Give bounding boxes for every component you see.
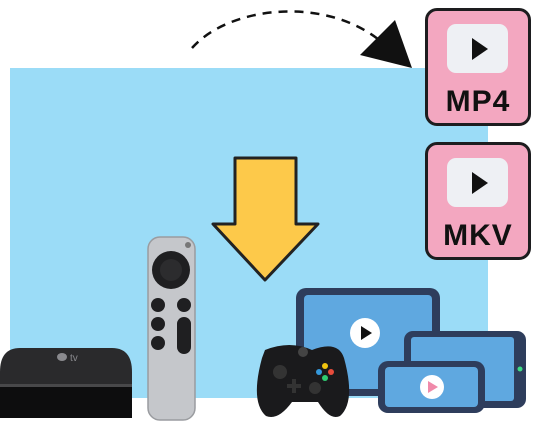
smartphone-icon (378, 361, 485, 413)
game-controller-icon (256, 345, 350, 418)
remote-control-icon (147, 236, 196, 421)
arrow-head-icon (360, 20, 412, 68)
apple-logo-icon (57, 353, 67, 361)
format-card-mp4: MP4 (425, 8, 531, 126)
format-label: MKV (443, 219, 513, 252)
video-screen-icon (447, 24, 508, 73)
apple-tv-logo-text: tv (70, 353, 78, 364)
format-card-mkv: MKV (425, 142, 531, 260)
video-screen-icon (447, 158, 508, 207)
play-icon (472, 172, 488, 194)
play-icon (472, 38, 488, 60)
format-label: MP4 (445, 85, 511, 118)
down-arrow-icon (211, 156, 320, 282)
apple-tv-box-icon: tv (0, 348, 132, 418)
